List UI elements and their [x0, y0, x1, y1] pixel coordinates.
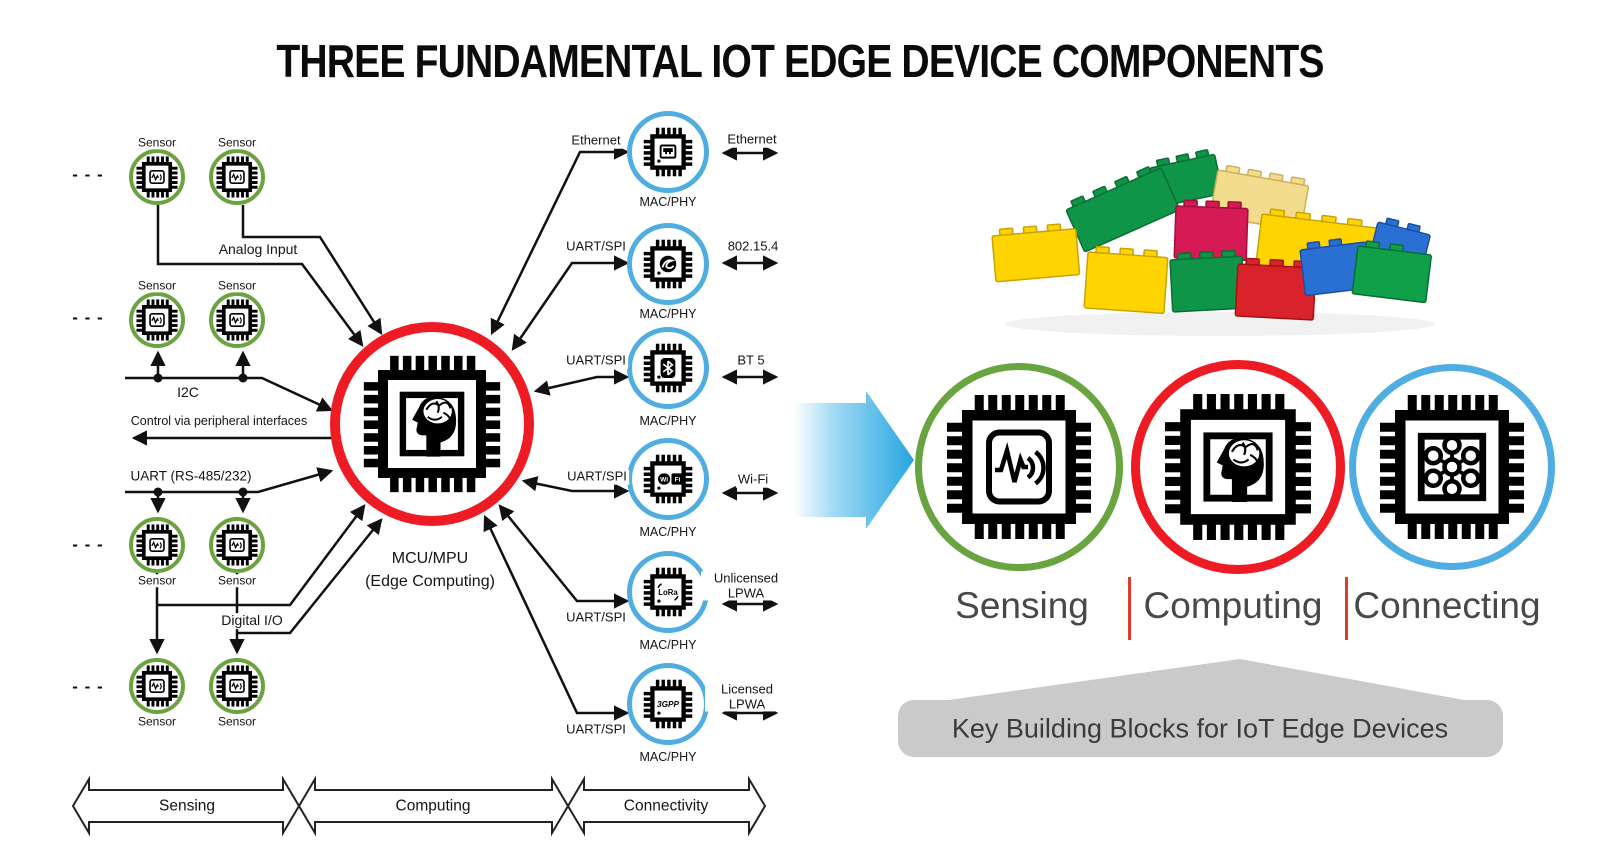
sensor-label: Sensor [215, 278, 259, 293]
sensor-chip-icon [135, 664, 179, 708]
summary-computing-node [1131, 360, 1345, 574]
label-separator [1345, 577, 1348, 640]
chip-protocol-label: Licensed LPWA [705, 682, 789, 712]
lora-icon: LoRa [642, 566, 694, 618]
sensor-node [209, 149, 265, 205]
svg-text:Wi: Wi [660, 477, 668, 484]
svg-text:3GPP: 3GPP [657, 700, 679, 709]
i2c-label: I2C [175, 384, 201, 401]
sensor-label: Sensor [215, 714, 259, 729]
connectivity-chip-wifi: Wi Fi [627, 438, 709, 520]
bluetooth-icon [642, 342, 694, 394]
summary-computing-label: Computing [1143, 585, 1323, 626]
connectivity-chip-3gpp: 3GPP [627, 663, 709, 745]
connectivity-chip-bt5 [627, 327, 709, 409]
zigbee-icon [642, 238, 694, 290]
macphy-label: MAC/PHY [637, 750, 699, 764]
mcu-name-label: MCU/MPU [389, 550, 471, 568]
3gpp-icon: 3GPP [642, 678, 694, 730]
phase-bands [71, 775, 767, 837]
brain-chip-icon [361, 353, 503, 495]
chip-bus-label: UART/SPI [564, 721, 628, 738]
macphy-label: MAC/PHY [637, 195, 699, 209]
sensor-chip-icon [215, 155, 259, 199]
connectivity-chip-802-15-4 [627, 223, 709, 305]
chip-bus-label: Ethernet [569, 132, 623, 149]
chip-bus-label: UART/SPI [564, 238, 628, 255]
sensor-chip-icon [135, 155, 179, 199]
summary-sensing-node [915, 363, 1123, 571]
sensor-chip-icon [944, 392, 1094, 542]
sensor-node [209, 517, 265, 573]
band-computing-label: Computing [395, 797, 471, 815]
svg-text:LoRa: LoRa [658, 588, 678, 597]
analog-input-label: Analog Input [216, 241, 300, 258]
summary-connecting-label: Connecting [1353, 585, 1541, 626]
sensor-chip-icon [215, 523, 259, 567]
summary-connecting-node [1349, 364, 1555, 570]
sensor-chip-icon [135, 523, 179, 567]
ethernet-port-icon [642, 126, 694, 178]
macphy-label: MAC/PHY [637, 414, 699, 428]
chip-protocol-label: Wi-Fi [735, 471, 771, 488]
uart-rs485-label: UART (RS-485/232) [128, 468, 254, 484]
transition-arrow [793, 391, 914, 529]
digital-io-label: Digital I/O [219, 612, 285, 629]
label-separator [1128, 577, 1131, 640]
sensor-node [129, 658, 185, 714]
chip-bus-label: UART/SPI [564, 609, 628, 626]
brain-chip-icon [1162, 391, 1314, 543]
sensor-node [209, 658, 265, 714]
lego-bricks-illustration [991, 149, 1435, 336]
chip-protocol-label: Unlicensed LPWA [701, 571, 791, 601]
band-sensing-label: Sensing [158, 797, 216, 815]
sensor-label: Sensor [135, 278, 179, 293]
chip-protocol-label: 802.15.4 [725, 238, 781, 255]
sensor-node [209, 292, 265, 348]
sensor-chip-icon [215, 298, 259, 342]
more-sensors-ellipsis: - - - [72, 535, 104, 554]
chip-protocol-label: Ethernet [725, 131, 779, 148]
wifi-icon: Wi Fi [642, 453, 694, 505]
sensor-label: Sensor [135, 714, 179, 729]
sensor-label: Sensor [215, 135, 259, 150]
chip-bus-label: UART/SPI [564, 352, 628, 369]
svg-text:Fi: Fi [675, 477, 681, 484]
connectivity-chip-lora: LoRa [627, 551, 709, 633]
sensor-label: Sensor [215, 573, 259, 588]
chip-protocol-label: BT 5 [735, 352, 767, 369]
banner-caption: Key Building Blocks for IoT Edge Devices [951, 713, 1449, 744]
more-sensors-ellipsis: - - - [72, 165, 104, 184]
more-sensors-ellipsis: - - - [72, 308, 104, 327]
banner-shape [898, 659, 1503, 757]
macphy-label: MAC/PHY [637, 638, 699, 652]
page-title: THREE FUNDAMENTAL IOT EDGE DEVICE COMPON… [276, 35, 1324, 87]
bus-junction-dots [153, 373, 248, 497]
summary-sensing-label: Sensing [955, 585, 1089, 626]
macphy-label: MAC/PHY [637, 525, 699, 539]
wires [125, 144, 779, 721]
band-connectivity-label: Connectivity [623, 797, 709, 815]
sensor-node [129, 149, 185, 205]
mcu-subtitle-label: (Edge Computing) [363, 573, 497, 591]
network-chip-icon [1377, 392, 1527, 542]
sensor-node [129, 517, 185, 573]
sensor-node [129, 292, 185, 348]
control-interfaces-label: Control via peripheral interfaces [128, 414, 310, 428]
sensor-chip-icon [215, 664, 259, 708]
mcu-node [330, 322, 534, 526]
sensor-label: Sensor [135, 135, 179, 150]
macphy-label: MAC/PHY [637, 307, 699, 321]
sensor-label: Sensor [135, 573, 179, 588]
chip-bus-label: UART/SPI [565, 468, 629, 485]
more-sensors-ellipsis: - - - [72, 677, 104, 696]
sensor-chip-icon [135, 298, 179, 342]
connectivity-chip-ethernet [627, 111, 709, 193]
